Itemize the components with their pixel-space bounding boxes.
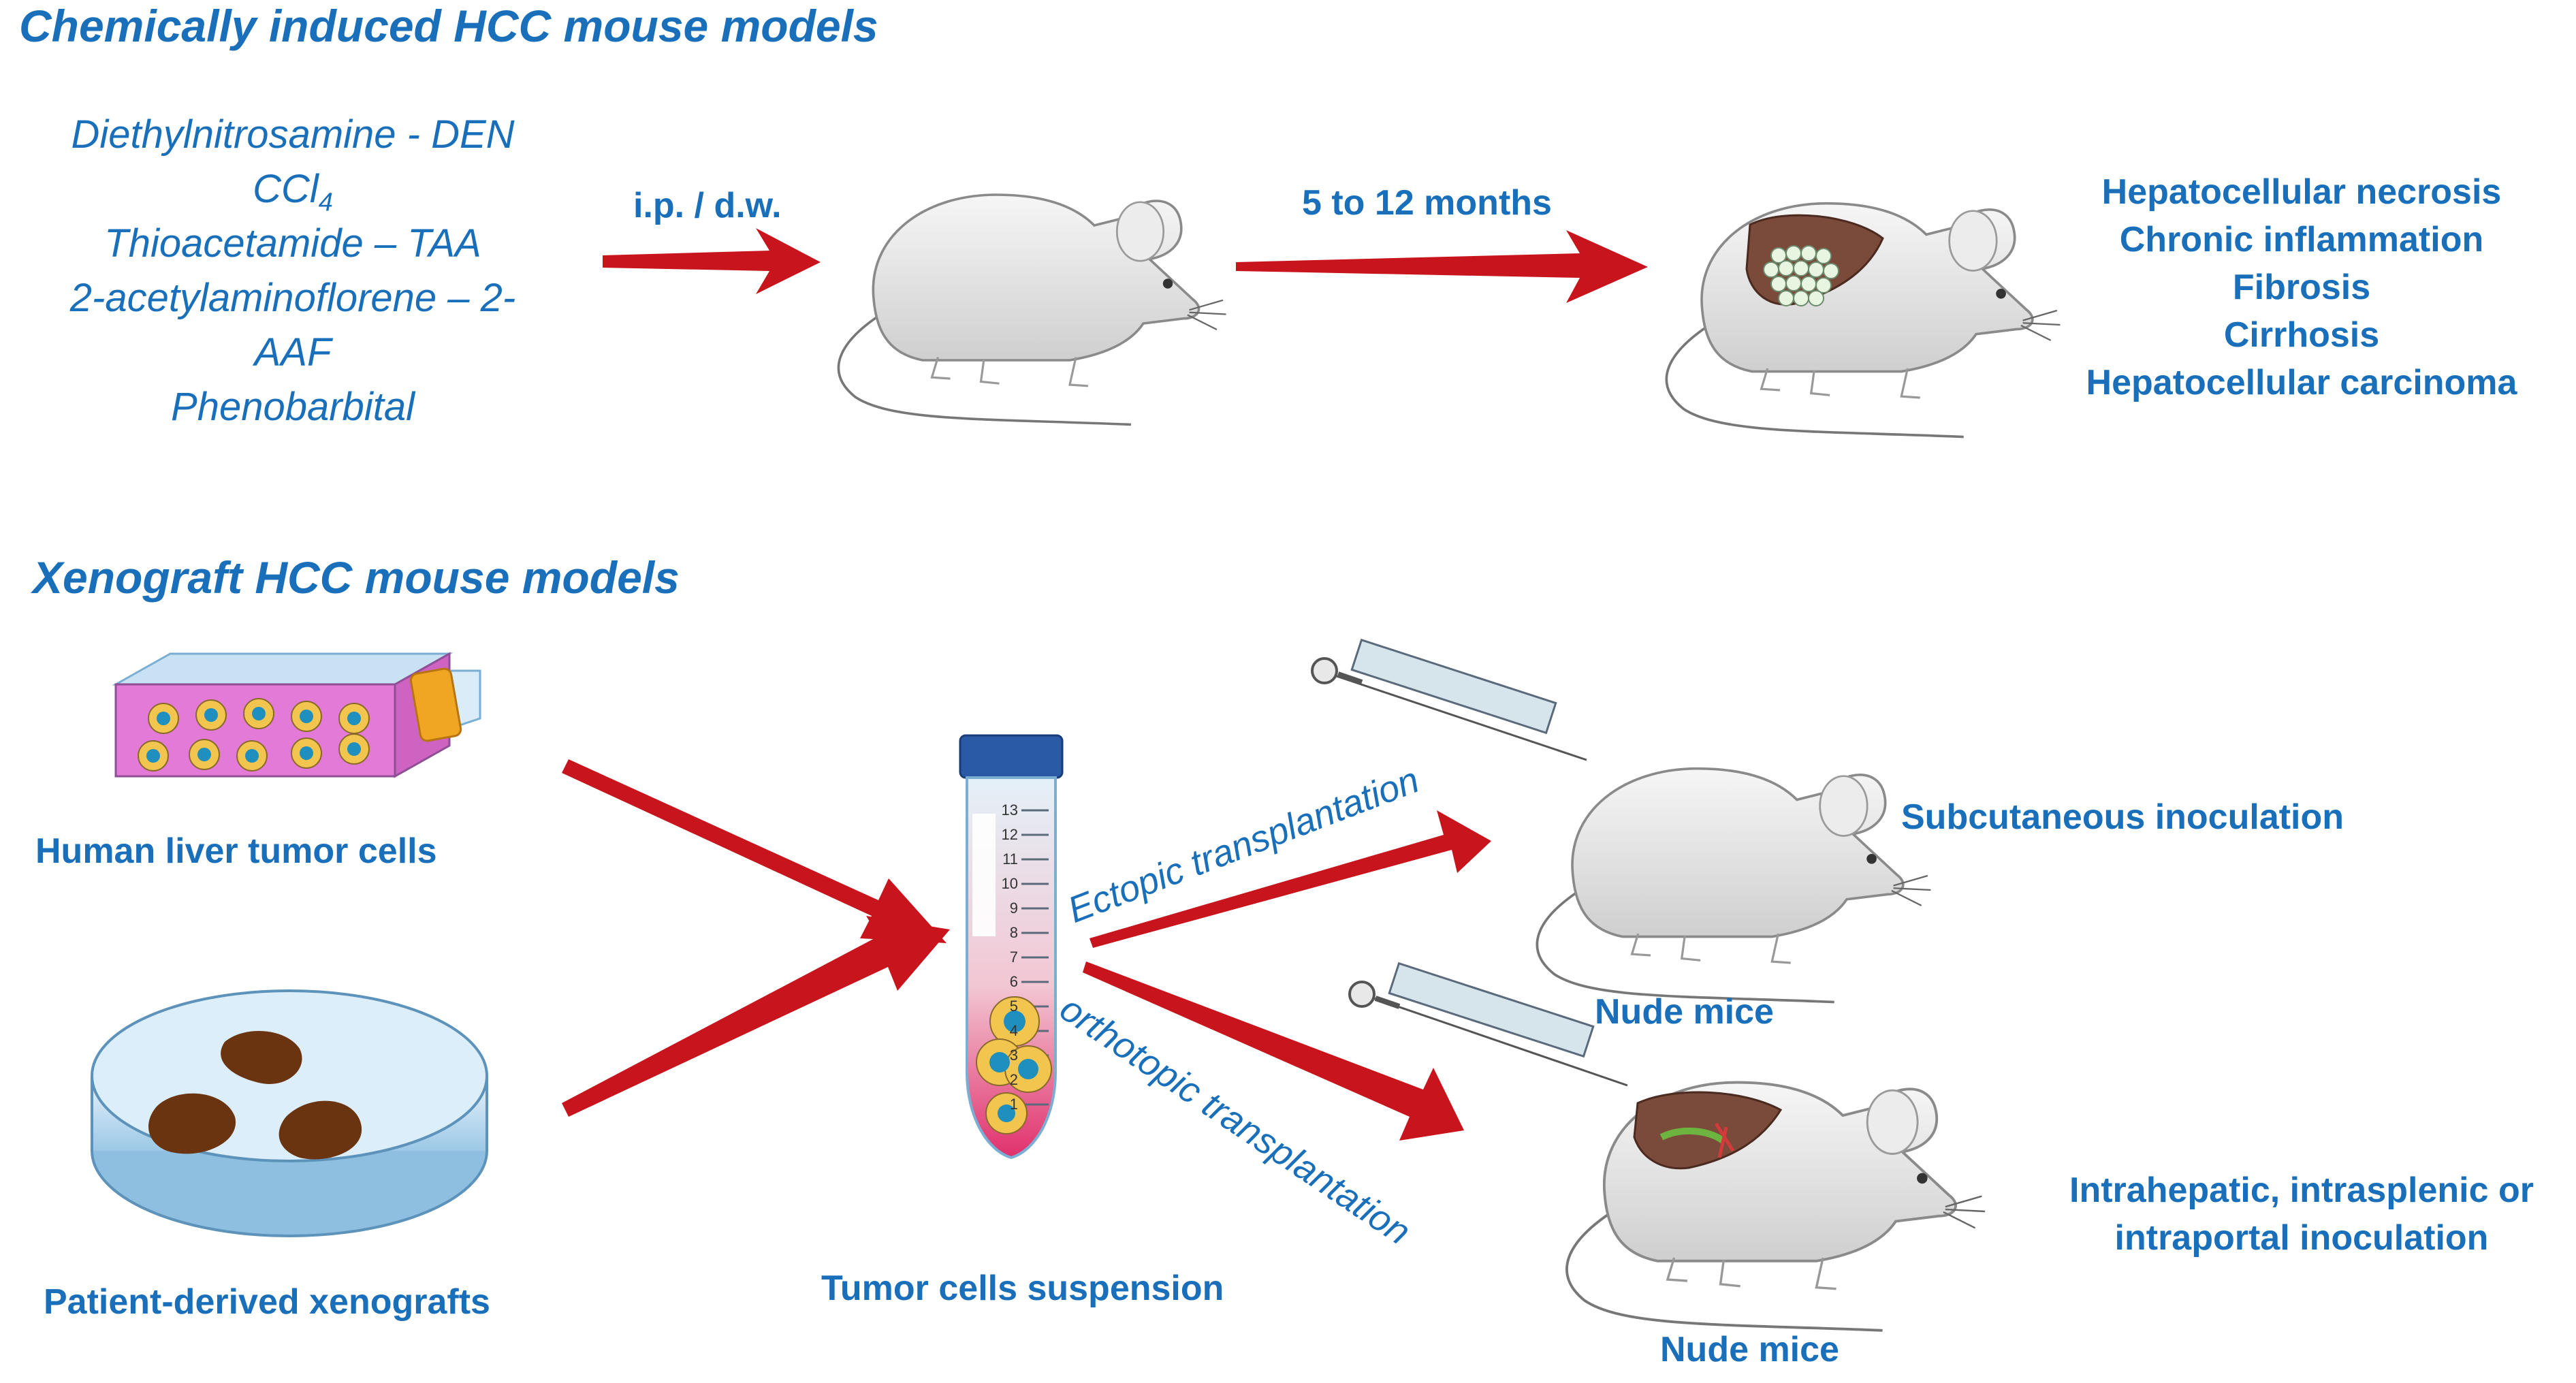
tube-tick-label: 12	[1002, 826, 1018, 843]
xenograft-tissue	[148, 1093, 236, 1154]
chemical-section-title: Chemically induced HCC mouse models	[19, 1, 878, 51]
outcome-inflammation: Chronic inflammation	[2119, 220, 2484, 259]
syringe-icon	[1348, 961, 1628, 1087]
agent-2aaf: 2-acetylaminoflorene – 2-	[69, 276, 516, 320]
agent-phenobarbital: Phenobarbital	[171, 385, 415, 429]
tube-tick-label: 3	[1010, 1047, 1018, 1064]
petri-dish-icon	[91, 989, 488, 1237]
nude-mice-label-bottom: Nude mice	[1660, 1330, 1839, 1369]
arrow-mouse-to-tumor-mouse	[1236, 230, 1648, 303]
tube-tick-label: 6	[1010, 973, 1018, 990]
agent-ccl4: CCl4	[14, 162, 572, 230]
cell-culture-flask-icon	[112, 652, 481, 778]
agent-2aaf-cont: AAF	[254, 330, 332, 375]
tube-tick-label: 8	[1010, 924, 1018, 941]
route-label: i.p. / d.w.	[633, 186, 782, 225]
source-pdx-label: Patient-derived xenografts	[44, 1282, 490, 1322]
nude-mouse-illustration	[1565, 1081, 1987, 1332]
arrow-ectopic	[1090, 810, 1491, 948]
arrow-orthotopic	[1083, 961, 1464, 1141]
tube-tick-label: 9	[1010, 900, 1018, 917]
agent-ccl4-name: CCl	[253, 167, 319, 211]
liver-icon	[1633, 1091, 1783, 1170]
source-human-cells-label: Human liver tumor cells	[35, 831, 437, 871]
xenograft-tissue	[279, 1100, 362, 1160]
intrahepatic-label-line2: intraportal inoculation	[2114, 1218, 2489, 1258]
intrahepatic-label-line1: Intrahepatic, intrasplenic or	[2069, 1171, 2534, 1210]
liver-tumor-icon	[1745, 214, 1884, 306]
agent-den: Diethylnitrosamine - DEN	[71, 112, 515, 157]
arrow-chemical-to-mouse	[603, 228, 821, 294]
agent-taa: Thioacetamide – TAA	[104, 221, 481, 266]
xenograft-tissue	[221, 1030, 302, 1084]
tube-tick-label: 11	[1002, 851, 1018, 868]
tube-tick-label: 2	[1010, 1071, 1018, 1088]
xenograft-section-title: Xenograft HCC mouse models	[33, 552, 680, 603]
outcome-hcc: Hepatocellular carcinoma	[2086, 363, 2517, 402]
tube-tick-label: 4	[1010, 1022, 1018, 1039]
agent-ccl4-subscript: 4	[318, 188, 333, 217]
outcome-necrosis: Hepatocellular necrosis	[2101, 172, 2502, 212]
tube-tick-labels: 13 12 11 10 9 8 7 6 5 4 3 2 1	[1002, 801, 1018, 1113]
arrow-dish-to-tube	[562, 916, 950, 1117]
tube-tick-label: 7	[1010, 949, 1018, 966]
outcome-cirrhosis: Cirrhosis	[2223, 315, 2380, 355]
tube-icon	[959, 734, 1064, 1160]
tube-tick-label: 13	[1002, 801, 1018, 818]
nude-mice-label-top: Nude mice	[1595, 992, 1774, 1032]
mouse-illustration	[837, 193, 1228, 426]
suspension-label: Tumor cells suspension	[821, 1269, 1224, 1308]
duration-label: 5 to 12 months	[1302, 183, 1552, 223]
nude-mouse-illustration	[1536, 767, 1933, 1004]
arrow-flask-to-tube	[562, 759, 947, 943]
subcutaneous-label: Subcutaneous inoculation	[1901, 797, 2344, 837]
tube-tick-label: 5	[1010, 998, 1018, 1015]
outcome-fibrosis: Fibrosis	[2232, 268, 2371, 307]
tube-tick-label: 1	[1010, 1096, 1018, 1113]
syringe-icon	[1311, 638, 1587, 761]
tube-tick-label: 10	[1002, 875, 1018, 892]
